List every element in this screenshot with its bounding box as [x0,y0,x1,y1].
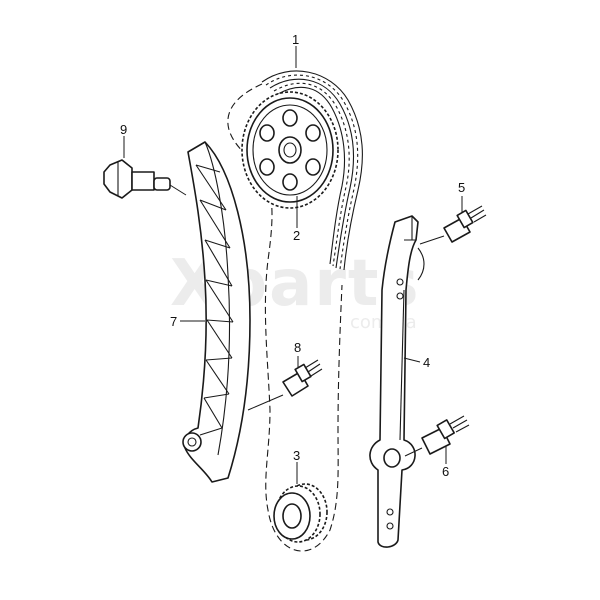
rail-pin-upper-right [419,205,487,245]
callout-3: 3 [293,448,300,463]
callout-6: 6 [442,464,449,479]
callout-8: 8 [294,340,301,355]
callout-4: 4 [423,355,430,370]
callouts: 1 2 3 4 5 6 7 8 9 [120,32,465,479]
timing-chain [261,70,363,271]
rail-pin-lower-left [247,359,323,411]
guide-rail [369,215,425,548]
callout-1: 1 [292,32,299,47]
callout-2: 2 [293,228,300,243]
rail-pin-lower-right [404,415,470,457]
camshaft-sprocket [241,91,339,209]
crankshaft-sprocket [273,483,328,543]
callout-5: 5 [458,180,465,195]
callout-leaders [123,46,463,484]
callout-7: 7 [170,314,177,329]
tensioner-bolt [103,159,187,199]
tensioner-rail [182,141,251,483]
callout-9: 9 [120,122,127,137]
